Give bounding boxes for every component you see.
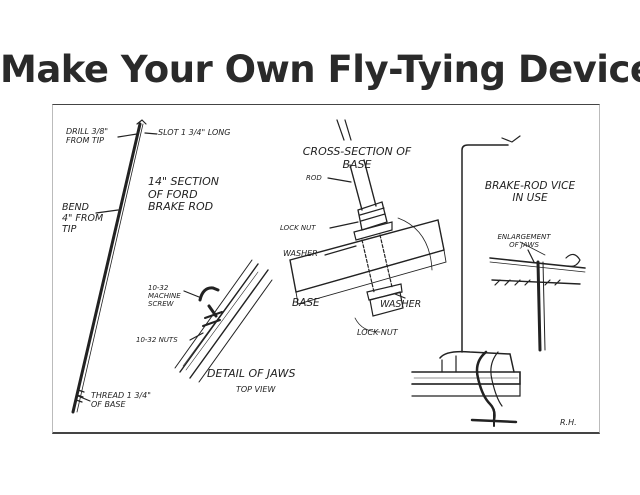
page-title: Make Your Own Fly-Tying Device! [0, 48, 640, 91]
thread-label: THREAD 1 3/4" OF BASE [91, 391, 151, 410]
base-label: BASE [292, 297, 320, 309]
cross-section-title: CROSS-SECTION OF BASE [302, 145, 412, 171]
enlargement-label: ENLARGEMENT OF JAWS [497, 233, 551, 250]
detail-of-jaws-label: DETAIL OF JAWS [207, 367, 296, 380]
rod-label: ROD [306, 174, 322, 182]
top-view-label: TOP VIEW [236, 385, 276, 394]
washer-bottom-label: WASHER [380, 299, 422, 310]
machine-screw-label: 10-32 MACHINE SCREW [148, 284, 181, 309]
lock-nut-top-label: LOCK NUT [280, 224, 316, 232]
vice-in-use-drawing [411, 135, 586, 427]
vice-in-use-label: BRAKE-ROD VICE IN USE [484, 180, 576, 205]
nuts-label: 10-32 NUTS [136, 336, 178, 344]
lock-nut-bottom-label: LOCK NUT [357, 328, 398, 337]
brake-rod [71, 119, 147, 414]
bend-label: BEND 4" FROM TIP [62, 202, 104, 235]
cross-section-drawing [289, 119, 447, 333]
slot-label: SLOT 1 3/4" LONG [158, 128, 231, 137]
artist-signature: R.H. [560, 418, 577, 427]
brake-rod-section-label: 14" SECTION OF FORD BRAKE ROD [148, 175, 220, 214]
washer-top-label: WASHER [283, 249, 318, 258]
illustration-frame [52, 104, 600, 434]
drill-label: DRILL 3/8" FROM TIP [66, 127, 109, 146]
jaws-detail-drawing [174, 259, 273, 383]
